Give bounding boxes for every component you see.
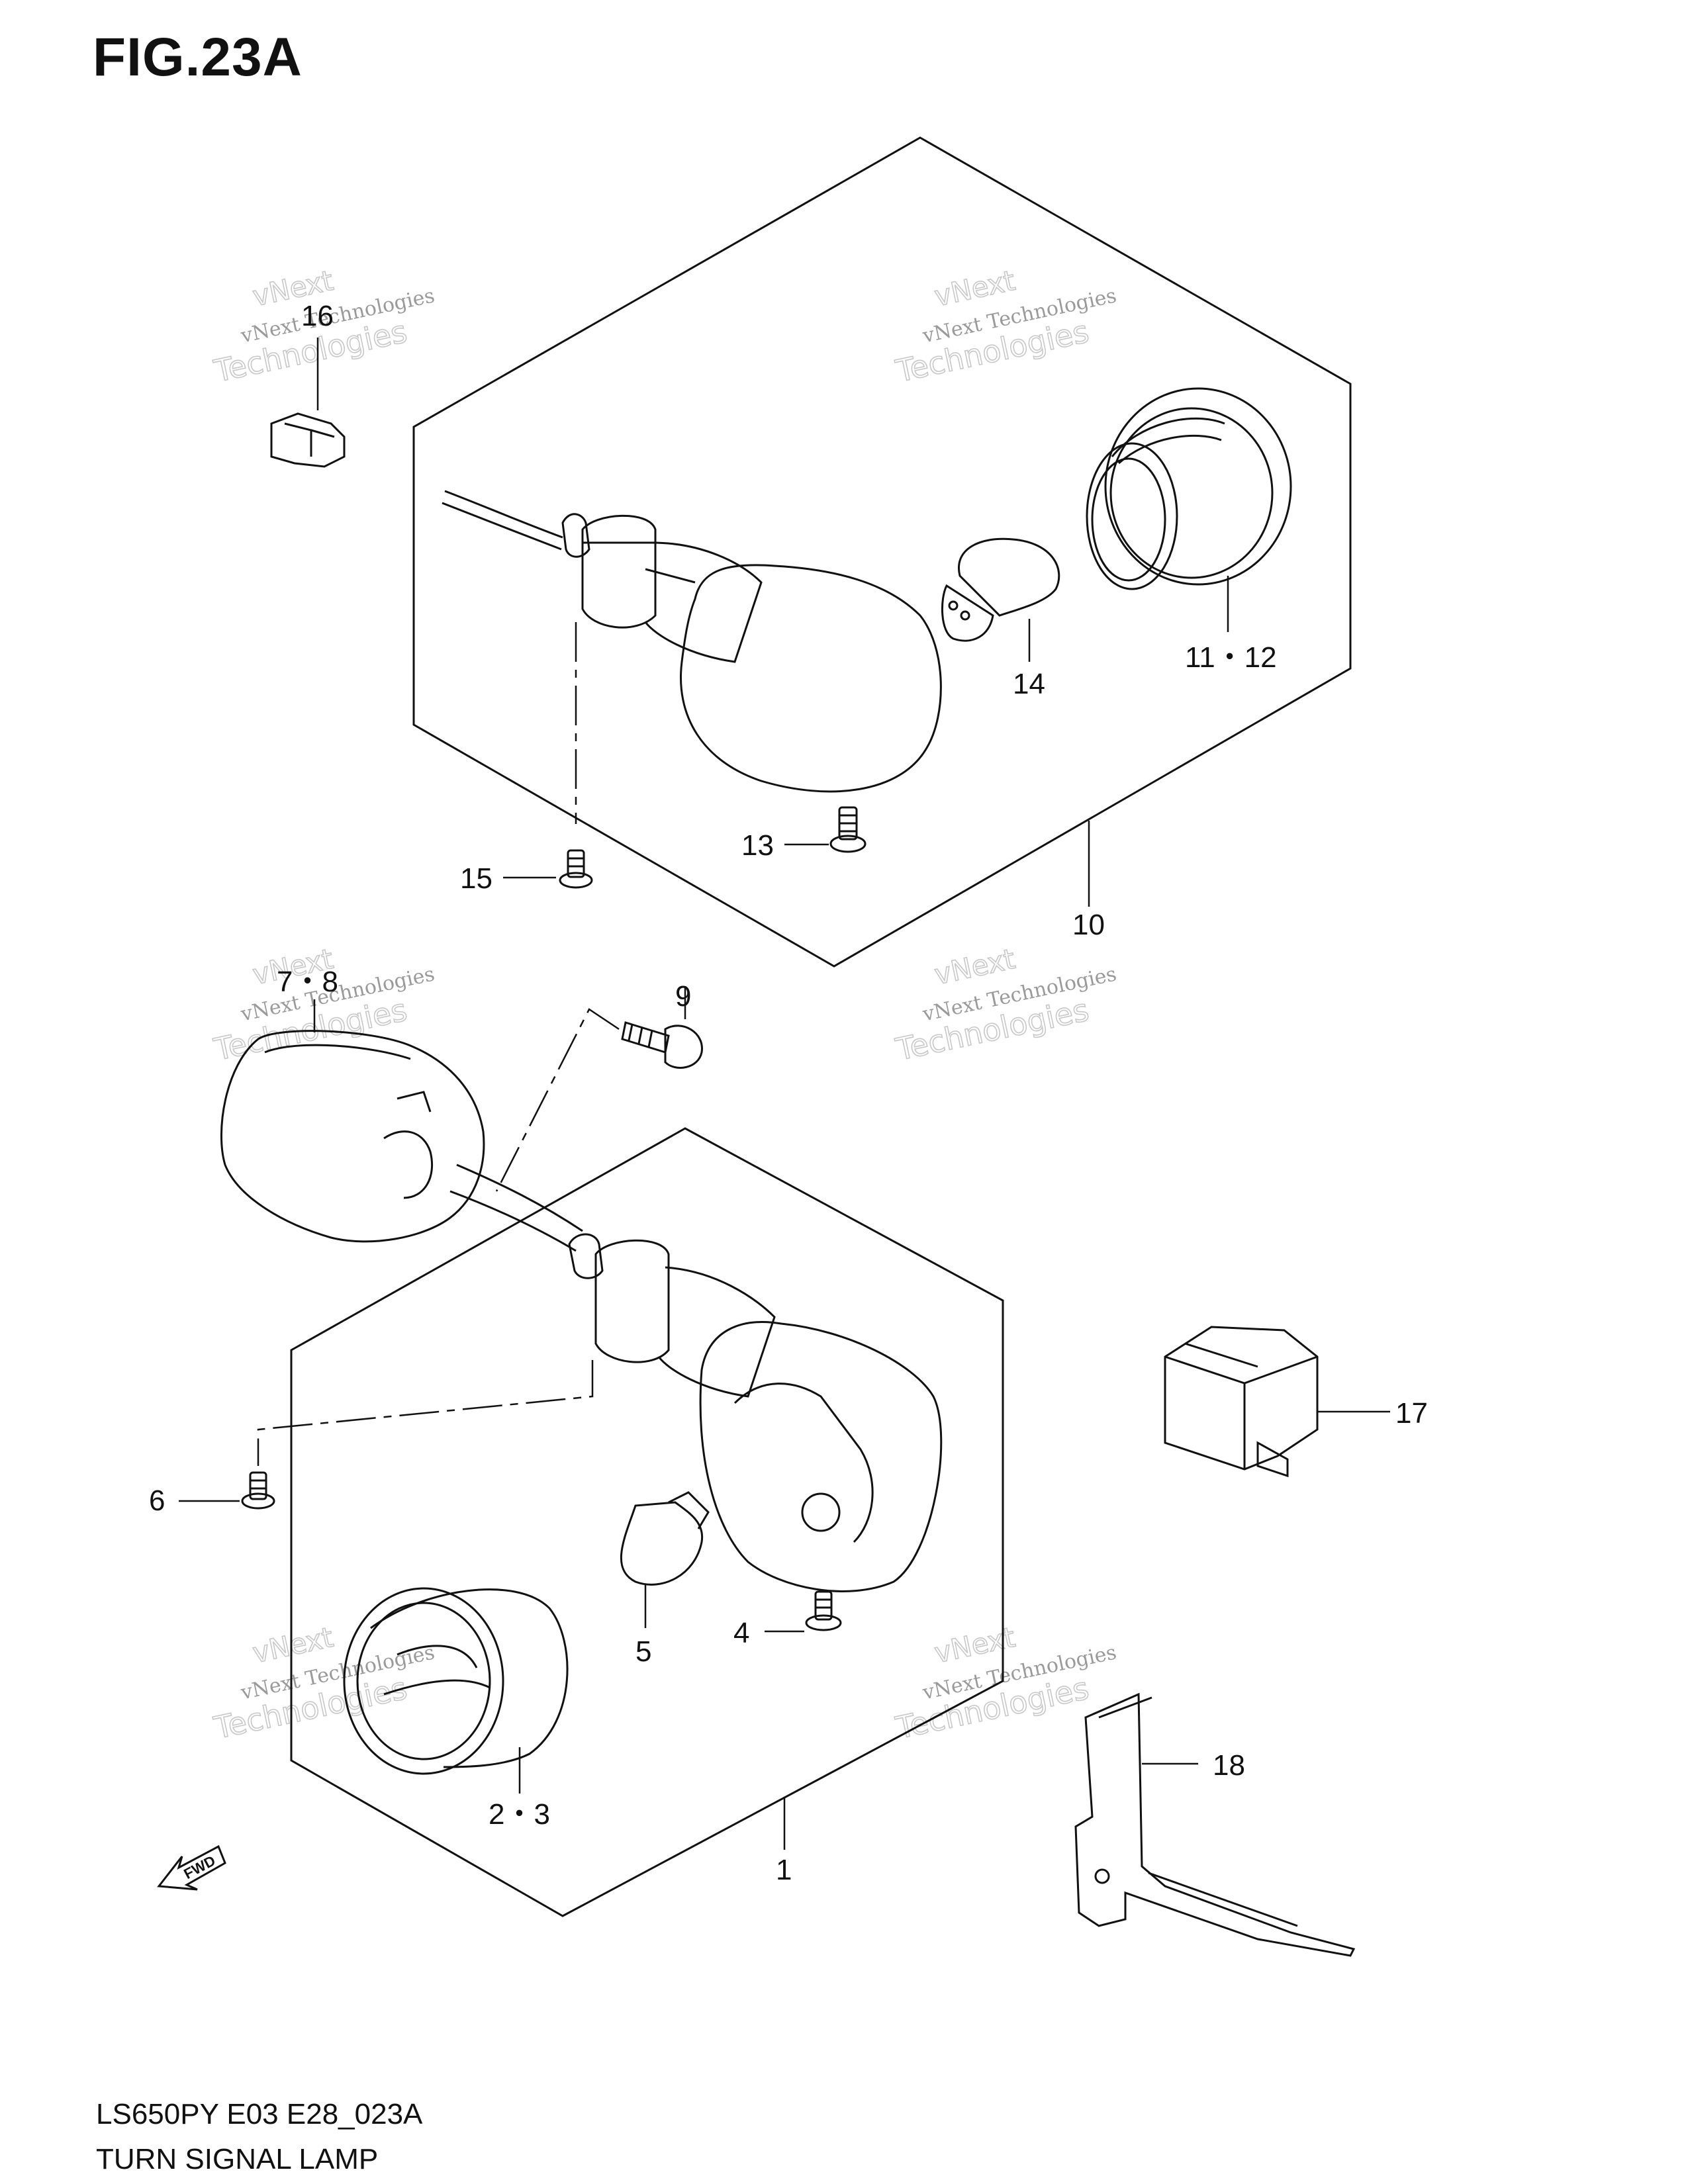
watermark-text: vNext (931, 1621, 1017, 1669)
callout-5: 5 (635, 1635, 651, 1668)
watermark-text: vNext (931, 942, 1017, 991)
diagram-name: TURN SIGNAL LAMP (96, 2143, 379, 2175)
callout-11-12: 11・12 (1185, 641, 1277, 674)
bolt-9 (621, 1021, 703, 1069)
screw-15 (559, 849, 593, 889)
relay-17 (1164, 1326, 1319, 1478)
callout-10: 10 (1072, 909, 1105, 941)
callout-17: 17 (1395, 1397, 1428, 1430)
screw-13 (829, 806, 867, 853)
clip-16 (270, 412, 346, 468)
callout-6: 6 (149, 1484, 165, 1517)
watermark-text: vNext (931, 264, 1017, 312)
callout-1: 1 (776, 1854, 792, 1886)
callout-14: 14 (1013, 668, 1045, 700)
fwd-arrow: FWD (157, 1844, 226, 1891)
dashed-leader (495, 1008, 620, 1192)
callout-16: 16 (301, 300, 334, 332)
bulb-14 (941, 537, 1060, 642)
callout-7-8: 7・8 (277, 966, 338, 998)
bulb-5 (620, 1491, 710, 1586)
watermark-text: vNext (250, 1621, 336, 1669)
turn-signal-lamp-rear (442, 490, 942, 793)
diagram-code: LS650PY E03 E28_023A (96, 2098, 423, 2130)
bracket-housing-7-8 (220, 1030, 485, 1243)
lens-2-3 (343, 1587, 569, 1775)
turn-signal-lamp-front (568, 1233, 943, 1592)
callout-18: 18 (1213, 1749, 1245, 1782)
figure-title: FIG.23A (93, 27, 303, 87)
bracket-18 (1074, 1692, 1356, 1957)
callout-2-3: 2・3 (489, 1798, 550, 1831)
lens-11-12 (1086, 387, 1292, 590)
callout-4: 4 (733, 1617, 749, 1649)
callout-15: 15 (460, 862, 492, 895)
assembly-box-10 (412, 136, 1352, 968)
callout-9: 9 (675, 980, 691, 1013)
screw-4 (805, 1590, 842, 1631)
dashed-leader (257, 1360, 594, 1466)
screw-6 (241, 1471, 275, 1510)
lamp-stalk (449, 1163, 583, 1252)
callout-13: 13 (741, 829, 774, 862)
assembly-box-1 (290, 1127, 1004, 1917)
